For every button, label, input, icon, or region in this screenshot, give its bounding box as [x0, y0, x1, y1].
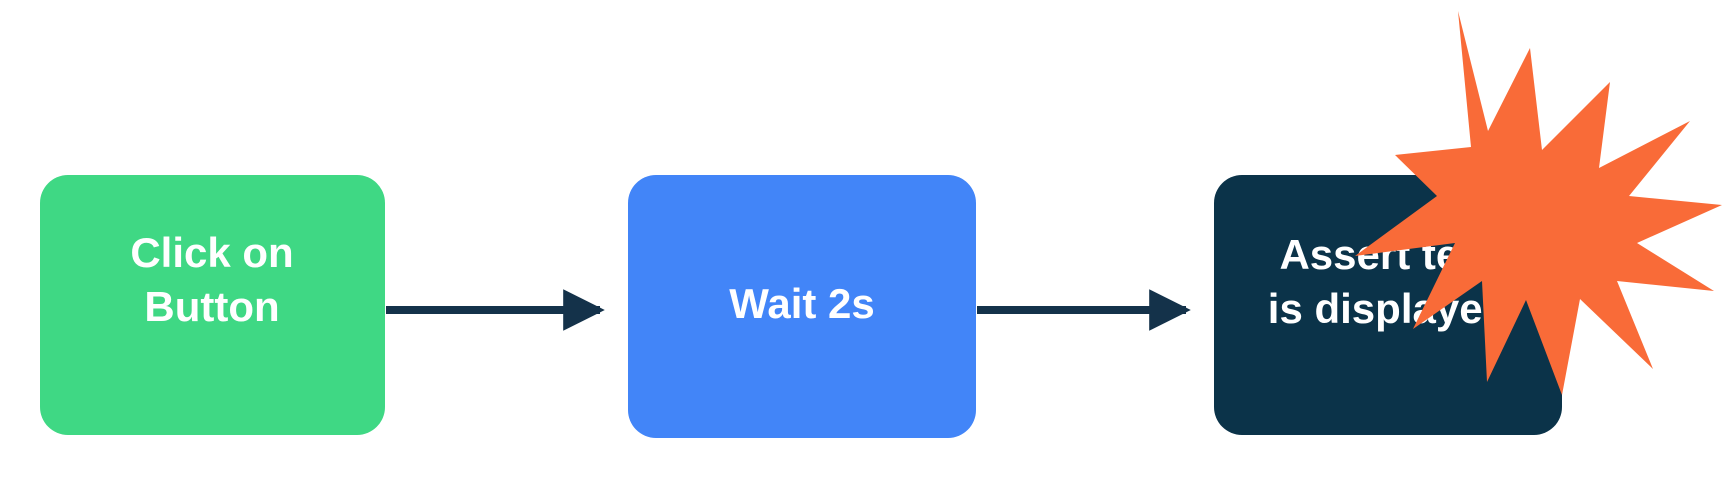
click-on-button-label-line2: Button — [144, 283, 279, 330]
assert-text-label-line2: is displayed — [1268, 285, 1508, 332]
wait-2s-label-line1: Wait 2s — [729, 280, 874, 327]
wait-2s-box[interactable] — [628, 175, 976, 438]
starburst-shape — [1355, 11, 1722, 395]
click-on-button-box[interactable] — [40, 175, 385, 435]
starburst-decoration — [1355, 11, 1722, 395]
node-wait-2s[interactable]: Wait 2s — [628, 175, 976, 438]
node-click-on-button[interactable]: Click on Button — [40, 175, 385, 435]
click-on-button-label-line1: Click on — [130, 229, 293, 276]
